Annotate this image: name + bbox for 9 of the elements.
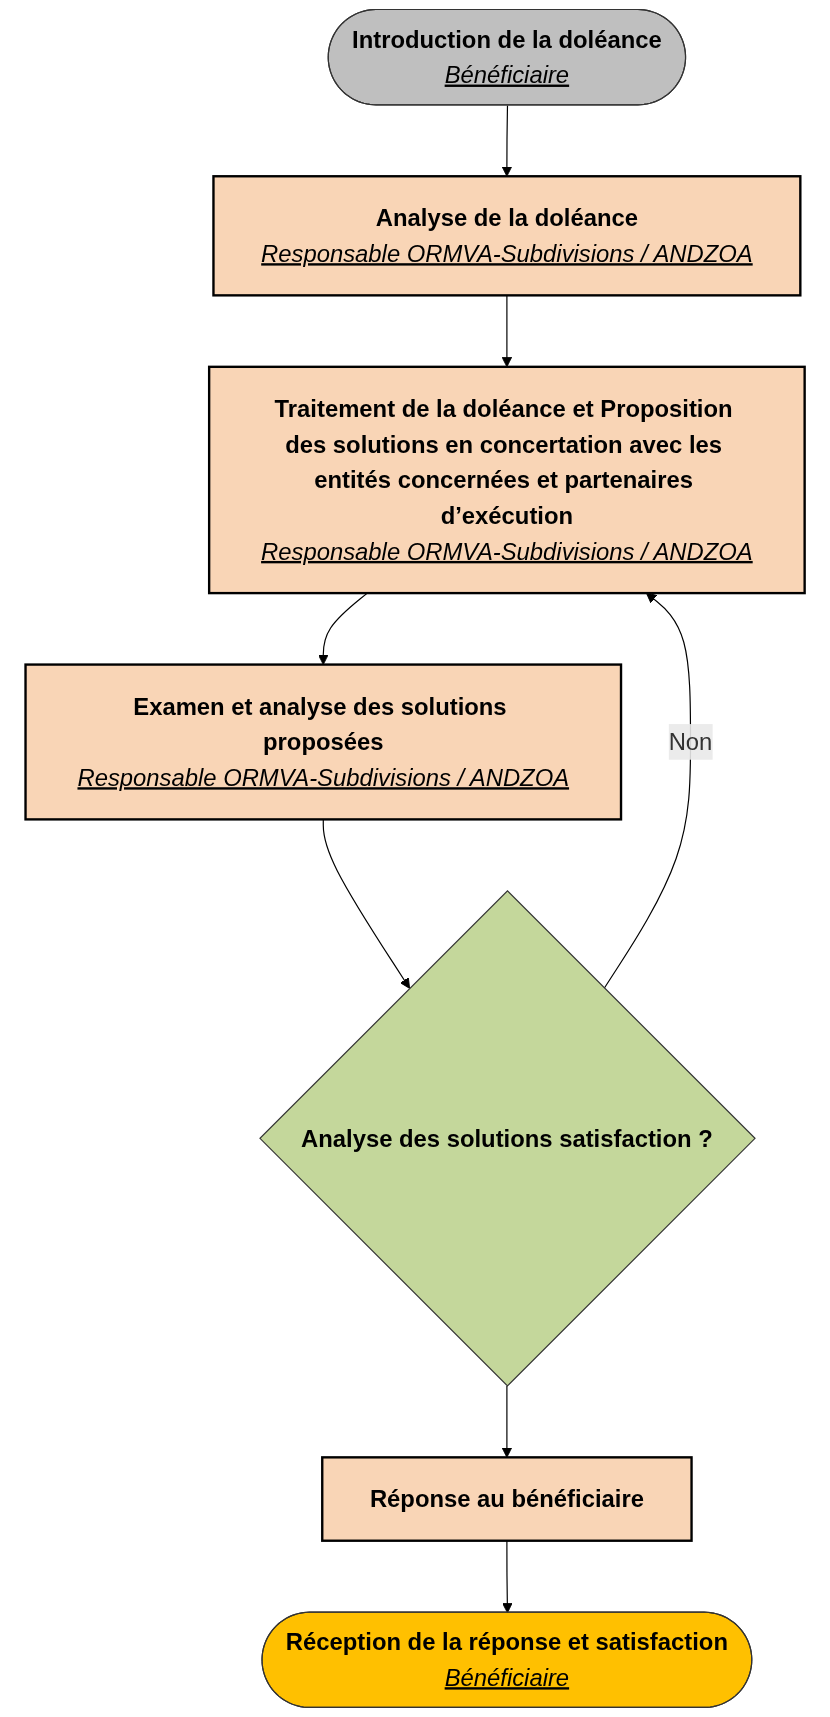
arrow <box>501 1385 513 1458</box>
node-box: Traitement de la doléance et Proposition des solutions en concertation avec les entités concernées et partenaires d’exécution Responsable ORMVA-Subdivisions / ANDZOA <box>207 365 806 595</box>
node-box: Examen et analyse des solutions proposées Responsable ORMVA-Subdivisions / ANDZOA <box>24 663 623 821</box>
arrow <box>501 104 513 177</box>
node-box: Analyse de la doléance Responsable ORMVA-Subdivisions / ANDZOA <box>212 175 802 297</box>
node-diamond: Analyse des solutions satisfaction ? <box>259 890 756 1387</box>
node-box: Réponse au bénéficiaire <box>320 1456 693 1542</box>
edge-label: Non <box>668 728 713 756</box>
arrow <box>502 1540 513 1614</box>
